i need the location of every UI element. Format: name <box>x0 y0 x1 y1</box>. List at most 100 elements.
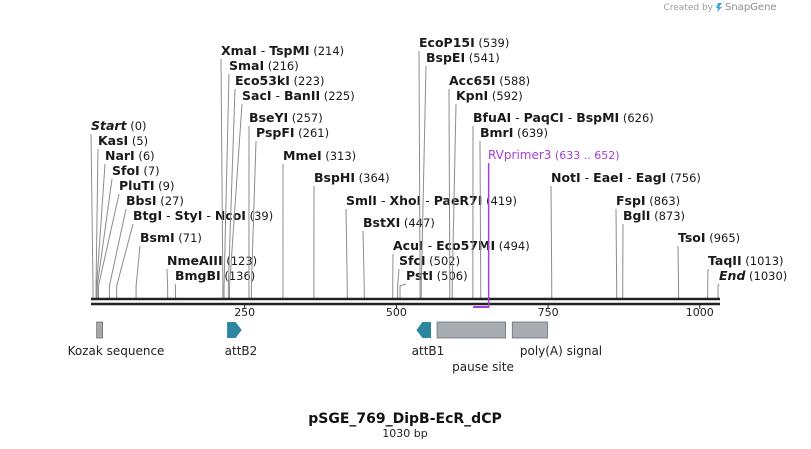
site-separator: - <box>257 43 269 58</box>
enzyme-name: PluTI <box>119 178 155 193</box>
snapgene-logo-icon <box>716 3 722 12</box>
enzyme-name: AcuI <box>393 238 424 253</box>
site-leader-line <box>227 88 236 298</box>
enzyme-name: NmeAIII <box>167 253 223 268</box>
enzyme-name: BspMI <box>576 110 619 125</box>
enzyme-name: FspI <box>616 193 646 208</box>
site-position: (39) <box>246 209 273 223</box>
site-position: (261) <box>295 126 330 140</box>
site-separator: - <box>424 238 436 253</box>
site-label: NarI (6) <box>105 148 155 163</box>
snapgene-credit: Created by SnapGene <box>663 2 776 13</box>
site-bmri[interactable]: BmrI (639) <box>479 125 548 298</box>
site-label: SmlI - XhoI - PaeR7I (419) <box>346 193 517 208</box>
feature-poly-a-signal[interactable]: poly(A) signal <box>511 321 602 358</box>
ruler-tick-label: 250 <box>234 306 255 319</box>
site-mmei[interactable]: MmeI (313) <box>282 148 356 298</box>
feature-attb2[interactable]: attB2 <box>225 322 258 358</box>
site-end[interactable]: End (1030) <box>717 268 787 298</box>
primer-label[interactable]: RVprimer3 (633 .. 652) <box>488 148 619 162</box>
features: Kozak sequence attB2 attB1 pause site poly(A… <box>68 321 602 374</box>
site-bgli[interactable]: BglI (873) <box>622 208 685 298</box>
enzyme-name: SacI <box>242 88 272 103</box>
feature-box <box>511 321 548 339</box>
site-bseyi[interactable]: BseYI (257) <box>248 110 323 298</box>
site-nari[interactable]: NarI (6) <box>96 148 155 298</box>
site-position: (756) <box>666 171 701 185</box>
site-bsmi[interactable]: BsmI (71) <box>135 230 202 298</box>
site-pluti[interactable]: PluTI (9) <box>97 178 175 298</box>
site-label: AcuI - Eco57MI (494) <box>393 238 530 253</box>
ruler-tick-label: 1000 <box>686 306 714 319</box>
site-bsphi[interactable]: BspHI (364) <box>313 170 390 298</box>
site-xmai-tspmi[interactable]: XmaI - TspMI (214) <box>220 43 344 298</box>
site-start[interactable]: Start (0) <box>90 118 147 298</box>
site-bspei[interactable]: BspEI (541) <box>420 50 500 298</box>
site-fspi[interactable]: FspI (863) <box>615 193 680 298</box>
site-pspfi[interactable]: PspFI (261) <box>250 125 330 298</box>
site-noti-eaei-eagi[interactable]: NotI - EaeI - EagI (756) <box>550 170 701 298</box>
feature-attb1[interactable]: attB1 <box>412 322 445 358</box>
site-sfci[interactable]: SfcI (502) <box>397 253 460 298</box>
site-smai[interactable]: SmaI (216) <box>223 58 299 298</box>
site-acc65i[interactable]: Acc65I (588) <box>448 73 530 298</box>
enzyme-name: BmrI <box>480 125 513 140</box>
feature-kozak-sequence[interactable]: Kozak sequence <box>68 321 165 358</box>
site-position: (863) <box>646 194 681 208</box>
site-position: (225) <box>320 89 355 103</box>
site-separator: - <box>581 170 593 185</box>
site-leader-line <box>479 140 482 298</box>
enzyme-name: EagI <box>636 170 667 185</box>
site-leader-line <box>550 185 553 298</box>
site-tsoi[interactable]: TsoI (965) <box>677 230 740 298</box>
enzyme-name: StyI <box>175 208 203 223</box>
site-label: TaqII (1013) <box>708 253 784 268</box>
site-smli-xhoi-paer7i[interactable]: SmlI - XhoI - PaeR7I (419) <box>345 193 517 298</box>
site-label: NmeAIII (123) <box>167 253 257 268</box>
site-leader-line <box>717 283 720 298</box>
site-separator: - <box>511 110 523 125</box>
site-eco53ki[interactable]: Eco53kI (223) <box>227 73 325 298</box>
site-position: (1013) <box>742 254 784 268</box>
restriction-sites: Start (0)KasI (5)NarI (6)SfoI (7)PluTI (… <box>90 35 787 298</box>
site-label: BfuAI - PaqCI - BspMI (626) <box>473 110 654 125</box>
site-position: (9) <box>155 179 175 193</box>
credit-brand: SnapGene <box>725 2 777 13</box>
site-kasi[interactable]: KasI (5) <box>95 133 148 298</box>
site-sfoi[interactable]: SfoI (7) <box>96 163 160 298</box>
site-bmgbi[interactable]: BmgBI (136) <box>174 268 255 298</box>
site-ecop15i[interactable]: EcoP15I (539) <box>418 35 509 298</box>
site-bstxi[interactable]: BstXI (447) <box>362 215 435 298</box>
site-label: FspI (863) <box>616 193 680 208</box>
feature-arrow-right <box>227 322 242 338</box>
feature-pause-site[interactable]: pause site <box>436 321 514 374</box>
enzyme-name: TsoI <box>678 230 706 245</box>
enzyme-name: Start <box>91 118 128 133</box>
site-label: BstXI (447) <box>363 215 435 230</box>
credit-prefix: Created by <box>663 3 713 13</box>
site-taqii[interactable]: TaqII (1013) <box>707 253 784 298</box>
site-bfuai-paqci-bspmi[interactable]: BfuAI - PaqCI - BspMI (626) <box>472 110 654 298</box>
site-label: Start (0) <box>91 118 147 133</box>
enzyme-name: BtgI <box>133 208 162 223</box>
feature-label: Kozak sequence <box>68 344 165 358</box>
site-label: KasI (5) <box>98 133 148 148</box>
site-position: (447) <box>400 216 435 230</box>
site-position: (0) <box>127 119 147 133</box>
site-label: NotI - EaeI - EagI (756) <box>551 170 701 185</box>
feature-label: pause site <box>452 360 514 374</box>
site-leader-line <box>223 73 230 298</box>
site-label: SfoI (7) <box>112 163 160 178</box>
site-psti[interactable]: PstI (506) <box>399 268 468 298</box>
site-saci-banii[interactable]: SacI - BanII (225) <box>229 88 355 298</box>
site-bbsi[interactable]: BbsI (27) <box>108 193 184 298</box>
site-label: BbsI (27) <box>126 193 184 208</box>
site-label: BspHI (364) <box>314 170 390 185</box>
site-kpni[interactable]: KpnI (592) <box>451 88 523 298</box>
enzyme-name: EcoP15I <box>419 35 475 50</box>
ruler-tick-label: 500 <box>386 306 407 319</box>
site-position: (6) <box>135 149 155 163</box>
site-position: (541) <box>465 51 500 65</box>
enzyme-name: TaqII <box>708 253 742 268</box>
